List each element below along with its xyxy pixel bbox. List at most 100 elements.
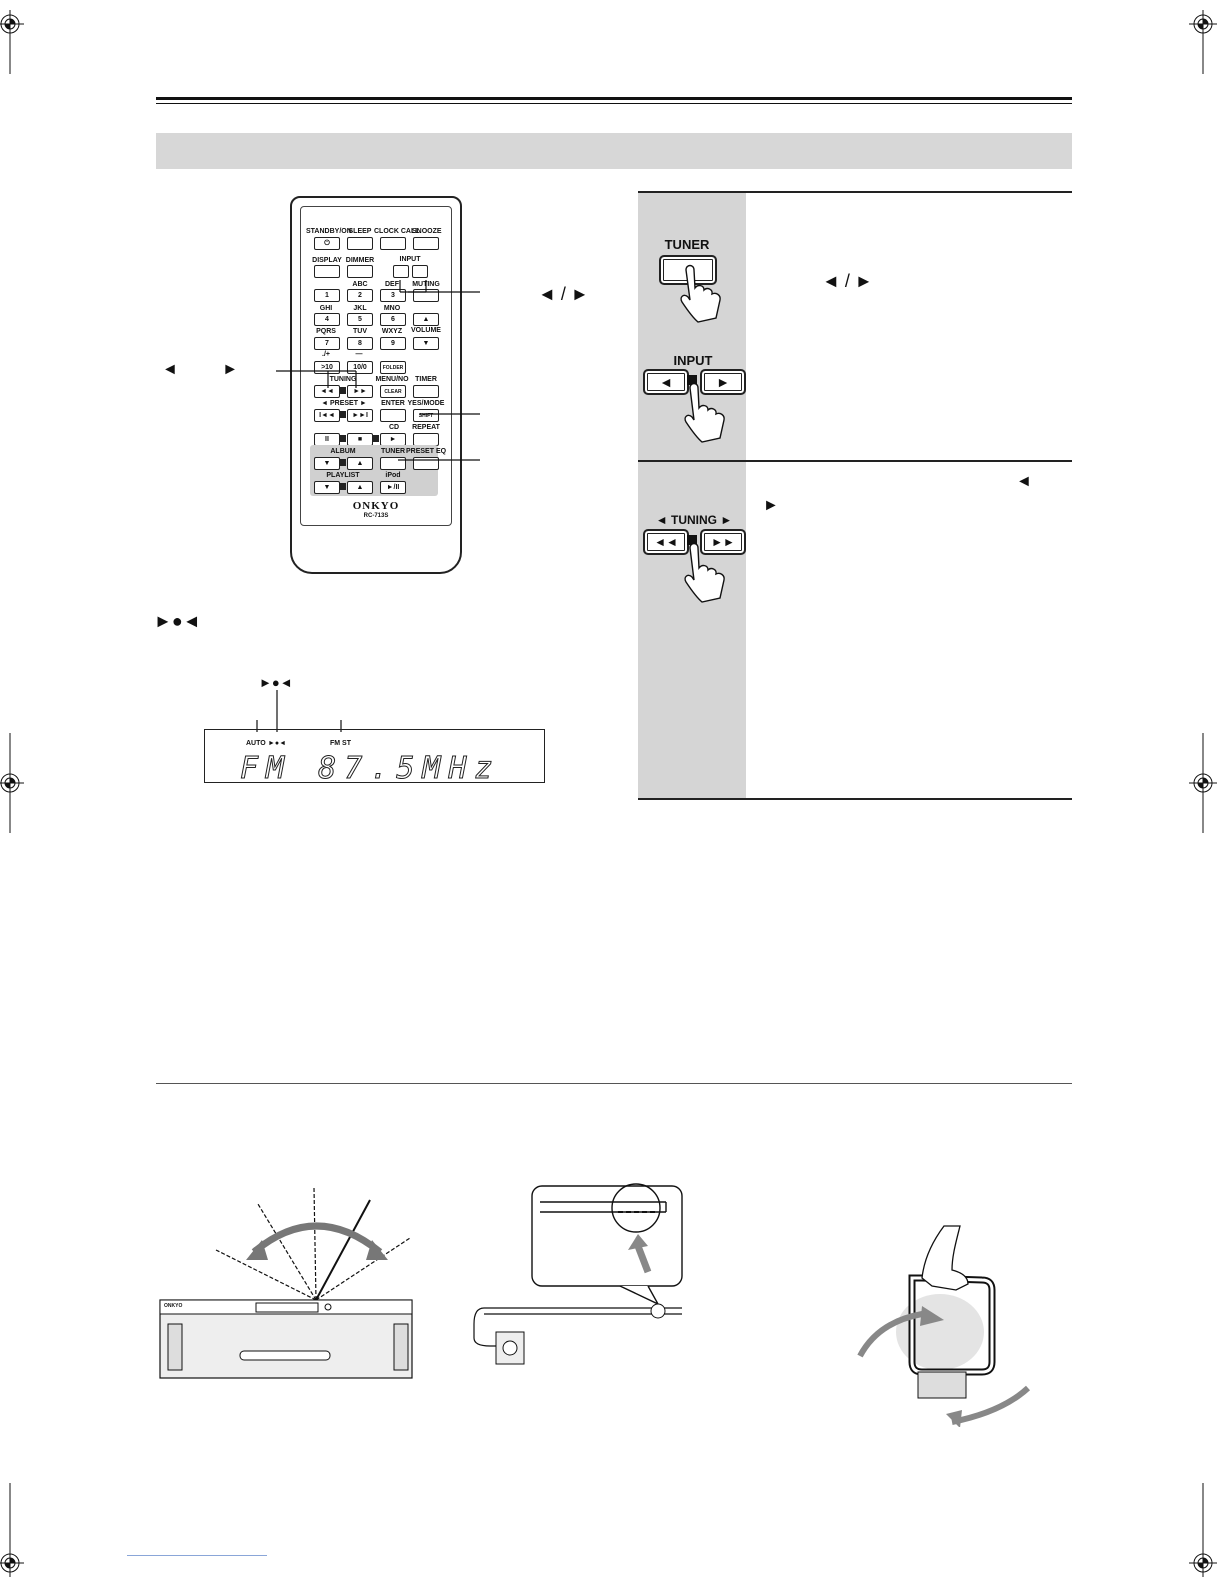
- input-left-key[interactable]: ◄: [643, 369, 689, 395]
- volume-up-button[interactable]: ▲: [413, 313, 439, 326]
- pressing-hand-icon-2: [684, 382, 725, 443]
- shift-button[interactable]: SHIFT: [413, 409, 439, 422]
- clear-button[interactable]: CLEAR: [380, 385, 406, 398]
- tuning-up-key[interactable]: ►►: [700, 529, 746, 555]
- tuner-label-remote: TUNER: [380, 448, 406, 455]
- unit-display: [204, 729, 545, 783]
- tuner-key-label: TUNER: [664, 237, 710, 252]
- display-tuned-callout: ►●◄: [259, 675, 293, 690]
- key-6-button[interactable]: 6: [380, 313, 406, 326]
- tuning-down-button[interactable]: ◄◄: [314, 385, 340, 398]
- remote-face: [300, 206, 452, 526]
- dimmer-label: DIMMER: [345, 257, 375, 264]
- pqrs-label: PQRS: [316, 328, 336, 335]
- cd-divider-b: [373, 435, 379, 442]
- remote-brand-logo: ONKYO: [352, 500, 400, 512]
- playlist-down-button[interactable]: ▼: [314, 481, 340, 494]
- folder-button[interactable]: FOLDER: [380, 361, 406, 374]
- ipod-play-button[interactable]: ►/II: [380, 481, 406, 494]
- def-label: DEF: [385, 281, 399, 288]
- step2-arrow-left: ◄: [1016, 473, 1032, 490]
- section-divider: [156, 1083, 1072, 1084]
- album-label: ALBUM: [330, 448, 356, 455]
- repeat-label: REPEAT: [412, 424, 440, 431]
- pressing-hand-icon: [680, 264, 721, 323]
- standby-button[interactable]: ⏻: [314, 237, 340, 250]
- tuv-label: TUV: [353, 328, 367, 335]
- key-1-button[interactable]: 1: [314, 289, 340, 302]
- ghi-label: GHI: [319, 305, 333, 312]
- preset-label: ◄ PRESET ►: [321, 400, 367, 407]
- key-2-button[interactable]: 2: [347, 289, 373, 302]
- power-icon: ⏻: [324, 239, 330, 247]
- input-label: INPUT: [399, 256, 421, 263]
- volume-label: VOLUME: [411, 327, 441, 334]
- album-divider: [340, 459, 346, 466]
- timer-button[interactable]: [413, 385, 439, 398]
- section-heading-band: [156, 133, 1072, 169]
- step2-arrow-right: ►: [763, 497, 779, 514]
- tuning-key-divider: [687, 535, 697, 545]
- input-arrows-callout: ◄ / ►: [538, 284, 589, 304]
- enter-button[interactable]: [380, 409, 406, 422]
- snooze-button[interactable]: [413, 237, 439, 250]
- dash-label: —: [355, 351, 363, 358]
- input-right-button[interactable]: [412, 265, 428, 278]
- key-9-button[interactable]: 9: [380, 337, 406, 350]
- album-down-button[interactable]: ▼: [314, 457, 340, 470]
- album-up-button[interactable]: ▲: [347, 457, 373, 470]
- auto-indicator: AUTO: [246, 740, 266, 747]
- display-button[interactable]: [314, 265, 340, 278]
- steps-mid-rule: [638, 460, 1072, 462]
- step1-arrows: ◄ / ►: [822, 271, 873, 291]
- key-3-button[interactable]: 3: [380, 289, 406, 302]
- clock-call-label: CLOCK CALL: [374, 228, 420, 235]
- preset-down-button[interactable]: I◄◄: [314, 409, 340, 422]
- snooze-label: SNOOZE: [412, 228, 442, 235]
- steps-top-rule: [638, 191, 1072, 193]
- input-right-key[interactable]: ►: [700, 369, 746, 395]
- preset-eq-label: PRESET EQ: [406, 448, 447, 455]
- key-8-button[interactable]: 8: [347, 337, 373, 350]
- tuning-up-button[interactable]: ►►: [347, 385, 373, 398]
- key-5-button[interactable]: 5: [347, 313, 373, 326]
- input-left-button[interactable]: [393, 265, 409, 278]
- clock-call-button[interactable]: [380, 237, 406, 250]
- key-7-button[interactable]: 7: [314, 337, 340, 350]
- abc-label: ABC: [352, 281, 368, 288]
- input-key-divider: [687, 375, 697, 385]
- playlist-divider: [340, 483, 346, 490]
- playlist-up-button[interactable]: ▲: [347, 481, 373, 494]
- preset-up-button[interactable]: ►►I: [347, 409, 373, 422]
- tuning-label: TUNING: [329, 376, 357, 383]
- fm-antenna-unit-figure: [159, 1187, 413, 1379]
- mno-label: MNO: [383, 305, 401, 312]
- plus-label: ./+: [322, 351, 330, 358]
- timer-label: TIMER: [415, 376, 437, 383]
- unit-brand-label: ONKYO: [164, 1303, 183, 1309]
- am-loop-antenna-figure: [857, 1225, 1031, 1427]
- tuned-indicator-symbol: ►●◄: [154, 611, 201, 631]
- callout-lines: [276, 280, 480, 461]
- key-4-button[interactable]: 4: [314, 313, 340, 326]
- pressing-hand-icon-3: [684, 542, 725, 603]
- volume-down-button[interactable]: ▼: [413, 337, 439, 350]
- frequency-readout: FM 87.5MHz: [240, 751, 501, 787]
- sleep-button[interactable]: [347, 237, 373, 250]
- yes-mode-label: YES/MODE: [407, 400, 445, 407]
- preset-divider: [340, 411, 346, 418]
- fm-antenna-cable-figure: [473, 1183, 683, 1365]
- tuning-divider: [340, 387, 346, 394]
- ipod-label: iPod: [385, 472, 401, 479]
- wxyz-label: WXYZ: [381, 328, 403, 335]
- dimmer-button[interactable]: [347, 265, 373, 278]
- sleep-label: SLEEP: [348, 228, 372, 235]
- cd-divider-a: [340, 435, 346, 442]
- tuning-key-label: ◄ TUNING ►: [655, 513, 733, 527]
- playlist-label: PLAYLIST: [326, 472, 360, 479]
- tuning-arrows-callout: ◄ ►: [162, 361, 239, 378]
- tuned-indicator: ►●◄: [268, 740, 287, 747]
- display-label: DISPLAY: [312, 257, 342, 264]
- cd-label: CD: [388, 424, 400, 431]
